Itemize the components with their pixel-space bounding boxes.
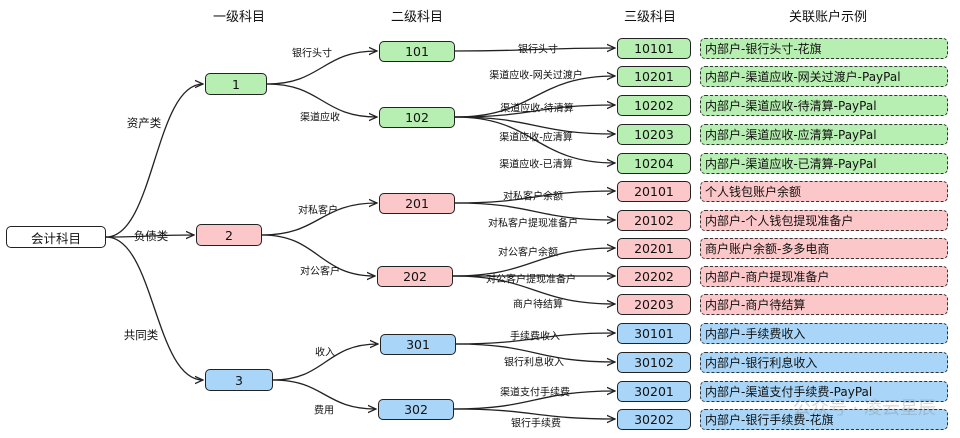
edge-label-30201: 渠道支付手续费 bbox=[500, 387, 570, 399]
edge-label-20203: 商户待结算 bbox=[513, 299, 563, 311]
edge-label-20101: 对私客户余额 bbox=[503, 191, 563, 203]
edge-l2-l3-10 bbox=[455, 333, 615, 345]
edge-label-10101: 银行头寸 bbox=[518, 44, 558, 56]
l3-node-30102: 30102 bbox=[617, 352, 691, 373]
account-30102: 内部户-银行利息收入 bbox=[700, 352, 948, 373]
l3-node-20102: 20102 bbox=[617, 210, 691, 231]
l3-node-10101: 10101 bbox=[617, 38, 691, 59]
l1-node-1: 1 bbox=[205, 73, 267, 95]
edge-label-10203: 渠道应收-应清算 bbox=[499, 132, 573, 144]
edge-label-10202: 渠道应收-待清算 bbox=[500, 103, 574, 115]
l3-node-30202: 30202 bbox=[617, 409, 691, 430]
edge-root-2 bbox=[105, 235, 194, 237]
edge-label-202: 对公客户 bbox=[300, 266, 340, 278]
edge-label-common: 共同类 bbox=[123, 328, 159, 342]
l3-node-10204: 10204 bbox=[617, 153, 691, 174]
l3-node-10201: 10201 bbox=[617, 66, 691, 87]
edge-label-20102: 对私客户提现准备户 bbox=[488, 218, 578, 230]
l1-node-3: 3 bbox=[205, 369, 273, 391]
edge-l2-l3-9 bbox=[452, 275, 615, 304]
edge-root-1 bbox=[105, 84, 203, 238]
account-10202: 内部户-渠道应收-待清算-PayPal bbox=[700, 95, 948, 116]
edge-1-102 bbox=[266, 83, 377, 117]
l3-node-30201: 30201 bbox=[617, 381, 691, 402]
edge-label-20202: 对公客户提现准备户 bbox=[486, 274, 576, 286]
edge-l2-l3-6 bbox=[454, 202, 615, 220]
edge-label-asset: 资产类 bbox=[126, 116, 162, 130]
edge-2-201 bbox=[261, 203, 377, 236]
edge-1-101 bbox=[266, 51, 377, 85]
edge-root-3 bbox=[105, 236, 203, 380]
edge-label-liability: 负债类 bbox=[133, 229, 169, 243]
account-30202: 内部户-银行手续费-花旗 bbox=[700, 409, 948, 430]
root-node: 会计科目 bbox=[6, 226, 106, 248]
account-20101: 个人钱包账户余额 bbox=[700, 181, 948, 202]
l2-node-101: 101 bbox=[379, 41, 455, 62]
edge-l2-l3-7 bbox=[452, 248, 615, 277]
account-20203: 内部户-商户待结算 bbox=[700, 294, 948, 315]
l3-node-20101: 20101 bbox=[617, 181, 691, 202]
watermark: 公众号 · 凌云星辰 bbox=[792, 398, 936, 419]
l3-node-10203: 10203 bbox=[617, 124, 691, 145]
account-10201: 内部户-渠道应收-网关过渡户-PayPal bbox=[700, 66, 948, 87]
edge-l2-l3-5 bbox=[454, 191, 615, 204]
account-30201: 内部户-渠道支付手续费-PayPal bbox=[700, 381, 948, 402]
l2-node-302: 302 bbox=[378, 399, 454, 420]
edge-l2-l3-1 bbox=[454, 76, 615, 118]
account-20102: 内部户-个人钱包提现准备户 bbox=[700, 210, 948, 231]
edge-label-30202: 银行手续费 bbox=[511, 418, 561, 430]
edge-label-302: 费用 bbox=[314, 405, 334, 417]
l2-node-201: 201 bbox=[379, 193, 455, 214]
l3-node-20201: 20201 bbox=[617, 238, 691, 259]
l3-node-20203: 20203 bbox=[617, 294, 691, 315]
account-20201: 商户账户余额-多多电商 bbox=[700, 238, 948, 259]
edge-2-202 bbox=[261, 234, 375, 276]
header-level2: 二级科目 bbox=[390, 10, 443, 25]
edge-label-201: 对私客户 bbox=[298, 205, 338, 217]
edge-label-301: 收入 bbox=[315, 347, 335, 359]
edge-label-101: 银行头寸 bbox=[292, 48, 332, 60]
header-accounts: 关联账户示例 bbox=[788, 10, 867, 25]
header-level3: 三级科目 bbox=[623, 10, 676, 25]
edge-label-30102: 银行利息收入 bbox=[504, 357, 564, 369]
account-30101: 内部户-手续费收入 bbox=[700, 323, 948, 344]
edge-label-30101: 手续费收入 bbox=[510, 331, 560, 343]
edge-label-20201: 对公客户余额 bbox=[498, 247, 558, 259]
account-20202: 内部户-商户提现准备户 bbox=[700, 266, 948, 287]
edge-l2-l3-12 bbox=[453, 391, 615, 410]
edge-3-302 bbox=[272, 379, 376, 409]
l3-node-20202: 20202 bbox=[617, 266, 691, 287]
edge-l2-l3-2 bbox=[454, 105, 615, 118]
l1-node-2: 2 bbox=[196, 224, 262, 246]
edge-l2-l3-13 bbox=[453, 408, 615, 419]
l2-node-102: 102 bbox=[379, 107, 455, 128]
edge-label-102: 渠道应收 bbox=[300, 112, 340, 124]
account-10101: 内部户-银行头寸-花旗 bbox=[700, 38, 948, 59]
l3-node-10202: 10202 bbox=[617, 95, 691, 116]
edge-3-301 bbox=[272, 344, 378, 381]
l3-node-30101: 30101 bbox=[617, 323, 691, 344]
edge-label-10201: 渠道应收-网关过渡户 bbox=[489, 70, 583, 82]
edge-label-10204: 渠道应收-已清算 bbox=[499, 159, 573, 171]
account-10203: 内部户-渠道应收-应清算-PayPal bbox=[700, 124, 948, 145]
header-level1: 一级科目 bbox=[212, 10, 265, 25]
account-10204: 内部户-渠道应收-已清算-PayPal bbox=[700, 153, 948, 174]
edge-l2-l3-4 bbox=[454, 116, 615, 163]
l2-node-202: 202 bbox=[377, 266, 453, 287]
edge-l2-l3-3 bbox=[454, 116, 615, 134]
edge-l2-l3-0 bbox=[454, 48, 615, 51]
l2-node-301: 301 bbox=[380, 334, 456, 355]
edge-l2-l3-11 bbox=[455, 343, 615, 362]
